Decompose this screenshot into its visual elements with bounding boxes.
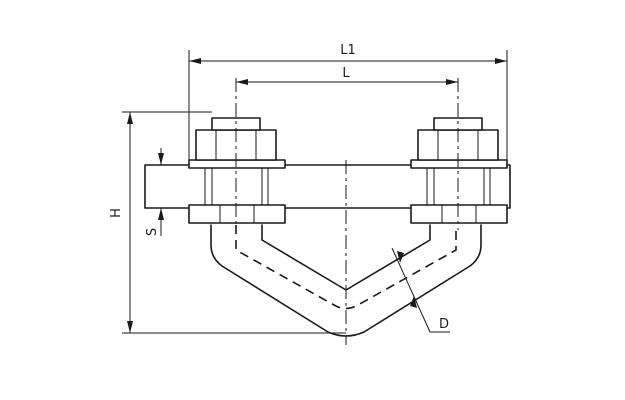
clamp-plate — [144, 164, 511, 209]
dimension-h — [122, 111, 346, 334]
dimension-s-label: S — [145, 228, 160, 236]
dimension-s — [154, 148, 189, 236]
dimension-l1 — [188, 50, 508, 160]
dimension-l — [236, 79, 458, 85]
dimension-l-label: L — [342, 66, 350, 81]
dimension-d-label: D — [439, 317, 449, 332]
dimension-d — [391, 247, 450, 333]
dimension-l1-label: L1 — [340, 43, 356, 58]
dimension-h-label: H — [109, 208, 124, 218]
centre-lines — [235, 78, 459, 345]
